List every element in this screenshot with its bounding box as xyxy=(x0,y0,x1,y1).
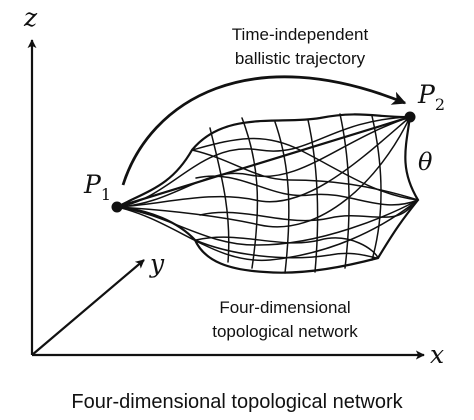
point-p2-marker xyxy=(404,111,416,123)
point-p2-base: P xyxy=(417,80,436,109)
coordinate-axes xyxy=(27,39,425,360)
z-axis-label: z xyxy=(23,3,38,32)
y-axis-label: y xyxy=(149,249,165,278)
x-axis-label: x xyxy=(430,340,444,369)
point-p1-subscript: 1 xyxy=(101,185,111,204)
network-strands xyxy=(116,113,419,274)
trajectory-label-line1: Time-independent xyxy=(232,25,369,44)
network-envelope xyxy=(115,113,420,274)
angle-theta-label: θ xyxy=(418,148,433,176)
y-axis xyxy=(31,259,145,356)
topological-network xyxy=(115,113,420,274)
trajectory-label-line2: ballistic trajectory xyxy=(235,49,366,68)
figure-caption: Four-dimensional topological network xyxy=(71,391,403,413)
network-label-line1: Four-dimensional xyxy=(219,298,350,317)
point-p2-label: P2 xyxy=(417,80,445,114)
point-p1-marker xyxy=(111,201,123,213)
point-p1-label: P1 xyxy=(83,170,111,204)
point-p1-base: P xyxy=(83,170,102,199)
ballistic-trajectory-arrow xyxy=(121,75,407,186)
point-p2-subscript: 2 xyxy=(435,95,445,114)
network-label-line2: topological network xyxy=(212,322,358,341)
